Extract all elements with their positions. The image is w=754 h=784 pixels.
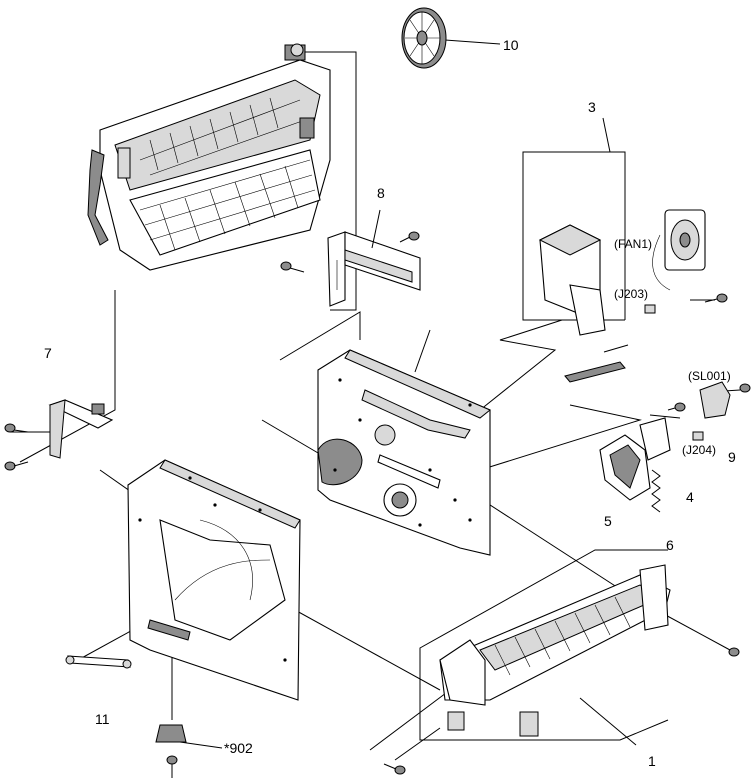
lower-left-frame [128, 460, 300, 700]
screw-icon [5, 462, 28, 470]
callout-5: 5 [604, 513, 612, 529]
screw-icon [740, 384, 750, 392]
callout-11: 11 [95, 711, 110, 727]
callout-6: 6 [666, 537, 674, 553]
screw-icon [384, 764, 405, 774]
screw-icon [167, 756, 177, 778]
callout-1: 1 [648, 753, 656, 769]
screw-icon [281, 262, 304, 272]
bracket-part-8 [328, 210, 420, 306]
screw-icon [705, 294, 727, 302]
callout-10: 10 [503, 37, 519, 53]
connector-j204-label: (J204) [682, 443, 716, 457]
lever-and-spring-parts [565, 362, 730, 512]
callout-7: 7 [44, 345, 52, 361]
connector-fan1-label: (FAN1) [614, 237, 652, 251]
fan-assembly-part-3 [540, 210, 705, 335]
callout-902: *902 [224, 740, 253, 756]
callout-4: 4 [686, 489, 694, 505]
screw-icon [5, 424, 28, 432]
connector-sl001-label: (SL001) [688, 369, 731, 383]
link-part-11 [66, 656, 131, 668]
screw-icon [729, 648, 739, 656]
callout-9: 9 [728, 449, 736, 465]
gear-part-10 [402, 8, 446, 68]
callout-3: 3 [588, 99, 596, 115]
paper-guide-part-1 [440, 565, 670, 736]
screw-icon [668, 403, 685, 411]
fuser-assembly [88, 44, 330, 270]
main-side-plate [318, 350, 490, 555]
screw-icon [400, 232, 419, 242]
callout-8: 8 [377, 185, 385, 201]
foot-part-902 [156, 725, 186, 742]
connector-j203-label: (J203) [614, 287, 648, 301]
